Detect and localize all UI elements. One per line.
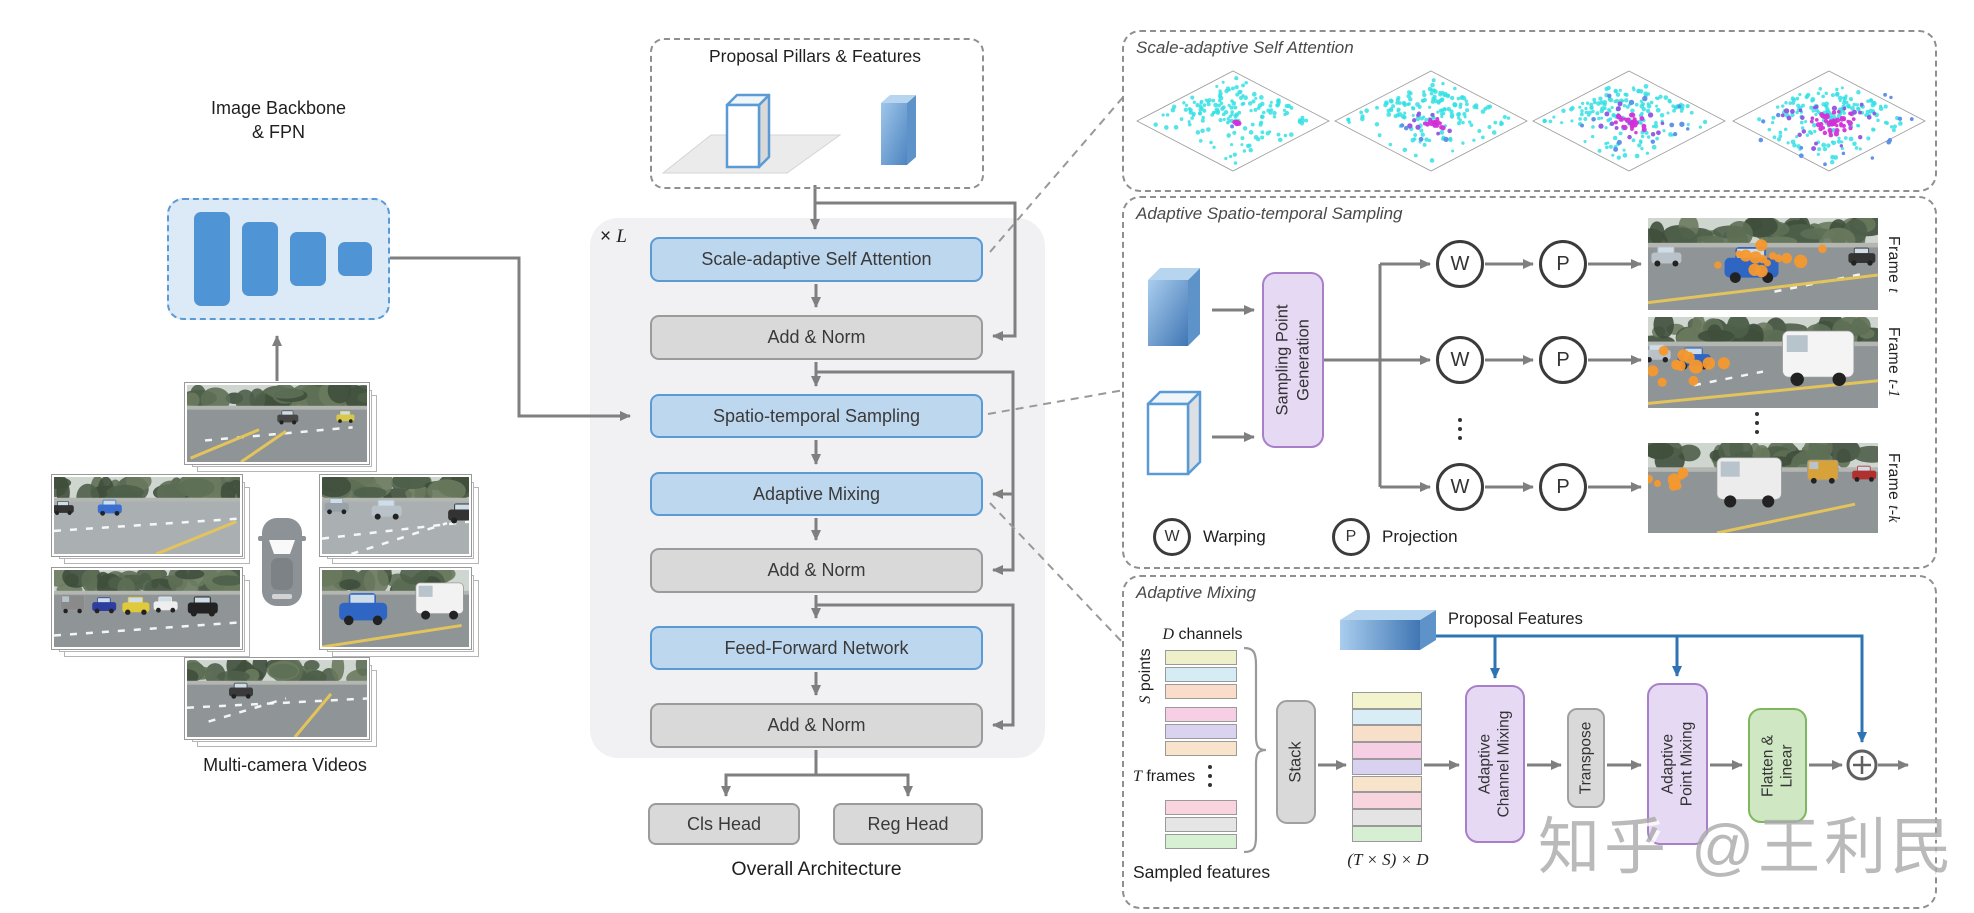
fpn-level-bar — [338, 242, 372, 276]
flatten-linear-box: Flatten &Linear — [1748, 708, 1807, 823]
cls-head-block: Cls Head — [648, 803, 800, 845]
mixing-panel-title: Adaptive Mixing — [1136, 583, 1257, 602]
projection-legend-icon: P — [1332, 518, 1370, 556]
vertical-ellipsis-icon — [1208, 765, 1212, 769]
attention-scatter-diamond — [1334, 70, 1528, 172]
street-scene-graphic — [1648, 317, 1878, 408]
fpn-level-bar — [242, 222, 278, 296]
block-add-norm-2: Add & Norm — [650, 548, 983, 593]
stacked-feature-bar — [1352, 692, 1422, 709]
stack-box: Stack — [1276, 700, 1316, 824]
stacked-feature-bar — [1352, 792, 1422, 809]
overall-architecture-caption: Overall Architecture — [731, 858, 902, 880]
block-adaptive-mixing: Adaptive Mixing — [650, 472, 983, 516]
feature-bar — [1165, 834, 1237, 849]
transpose-box: Transpose — [1567, 708, 1605, 808]
camera-back-right-image — [319, 567, 479, 657]
block-scale-adaptive-self-attention: Scale-adaptive Self Attention — [650, 237, 983, 282]
dims-label: (T × S) × D — [1347, 850, 1429, 869]
block-feed-forward-network: Feed-Forward Network — [650, 626, 983, 670]
projection-legend-label: Projection — [1382, 527, 1458, 546]
fpn-level-bar — [194, 212, 230, 306]
backbone-title-line2: & FPN — [251, 122, 305, 142]
attention-scatter-diamond — [1532, 70, 1726, 172]
warp-legend-icon: W — [1153, 518, 1191, 556]
warp-legend-label: Warping — [1203, 527, 1266, 546]
camera-back-left-image — [51, 567, 250, 657]
frame-tk-label: Frame t-k — [1885, 453, 1902, 523]
feature-bar — [1165, 800, 1237, 815]
frame-t1-label: Frame t-1 — [1885, 327, 1902, 398]
attention-scatter-diamond — [1732, 70, 1926, 172]
frame-t-label: Frame t — [1885, 235, 1902, 293]
warp-node: W — [1436, 463, 1484, 511]
projection-node: P — [1539, 240, 1587, 288]
block-spatio-temporal-sampling: Spatio-temporal Sampling — [650, 394, 983, 438]
warp-node: W — [1436, 336, 1484, 384]
stacked-feature-bar — [1352, 808, 1422, 826]
fpn-level-bar — [290, 232, 326, 286]
feature-bar — [1165, 707, 1237, 722]
stacked-feature-bar — [1352, 725, 1422, 743]
street-scene-graphic — [1648, 443, 1878, 533]
t-frames-label: T frames — [1133, 768, 1196, 785]
reg-head-block: Reg Head — [833, 803, 983, 845]
street-scene-graphic — [187, 385, 367, 462]
block-add-norm-1: Add & Norm — [650, 315, 983, 360]
stacked-feature-bar — [1352, 742, 1422, 759]
street-scene-graphic — [322, 570, 469, 647]
sasa-panel-title: Scale-adaptive Self Attention — [1136, 38, 1354, 57]
street-scene-graphic — [187, 660, 367, 737]
sampled-features-label: Sampled features — [1133, 862, 1271, 882]
d-channels-label: D channels — [1162, 626, 1243, 643]
vertical-ellipsis-icon — [1755, 412, 1759, 416]
watermark-text: 知乎 @王利民 — [1538, 813, 1957, 882]
block-add-norm-3: Add & Norm — [650, 703, 983, 748]
street-scene-graphic — [54, 570, 240, 647]
warp-node: W — [1436, 240, 1484, 288]
camera-back-image — [184, 657, 377, 747]
feature-bar — [1165, 724, 1237, 739]
frame-tk-image — [1648, 443, 1878, 533]
projection-node: P — [1539, 336, 1587, 384]
feature-bar — [1165, 817, 1237, 832]
sasa-panel — [1122, 30, 1937, 192]
feature-bar — [1165, 684, 1237, 699]
multi-camera-videos-label: Multi-camera Videos — [203, 755, 367, 775]
mixing-panel — [1122, 575, 1937, 909]
sampling-panel-title: Adaptive Spatio-temporal Sampling — [1136, 204, 1403, 223]
stacked-feature-bar — [1352, 775, 1422, 793]
vertical-ellipsis-icon — [1458, 418, 1462, 422]
stacked-feature-bar — [1352, 825, 1422, 843]
street-scene-graphic — [322, 477, 469, 554]
image-backbone-fpn-box — [167, 198, 390, 320]
proposal-pillars-title: Proposal Pillars & Features — [708, 46, 922, 66]
stacked-feature-bar — [1352, 758, 1422, 776]
street-scene-graphic — [1648, 218, 1878, 310]
frame-t1-image — [1648, 317, 1878, 408]
feature-bar — [1165, 741, 1237, 756]
sampling-point-generation-box: Sampling Point Generation — [1262, 272, 1324, 448]
camera-front-right-image — [319, 474, 479, 564]
proposal-features-label: Proposal Features — [1448, 610, 1583, 628]
sampling-panel — [1122, 196, 1937, 569]
camera-front-image — [184, 382, 377, 472]
feature-bar — [1165, 667, 1237, 682]
attention-scatter-diamond — [1136, 70, 1330, 172]
camera-front-left-image — [51, 474, 250, 564]
frame-t-image — [1648, 218, 1878, 310]
backbone-title-line1: Image Backbone — [210, 98, 347, 118]
proposal-pillars-panel — [650, 38, 984, 189]
feature-bar — [1165, 650, 1237, 665]
projection-node: P — [1539, 463, 1587, 511]
stacked-feature-bar — [1352, 708, 1422, 726]
street-scene-graphic — [54, 477, 240, 554]
loop-count-label: × L — [600, 226, 627, 247]
ego-car-icon — [258, 518, 306, 606]
